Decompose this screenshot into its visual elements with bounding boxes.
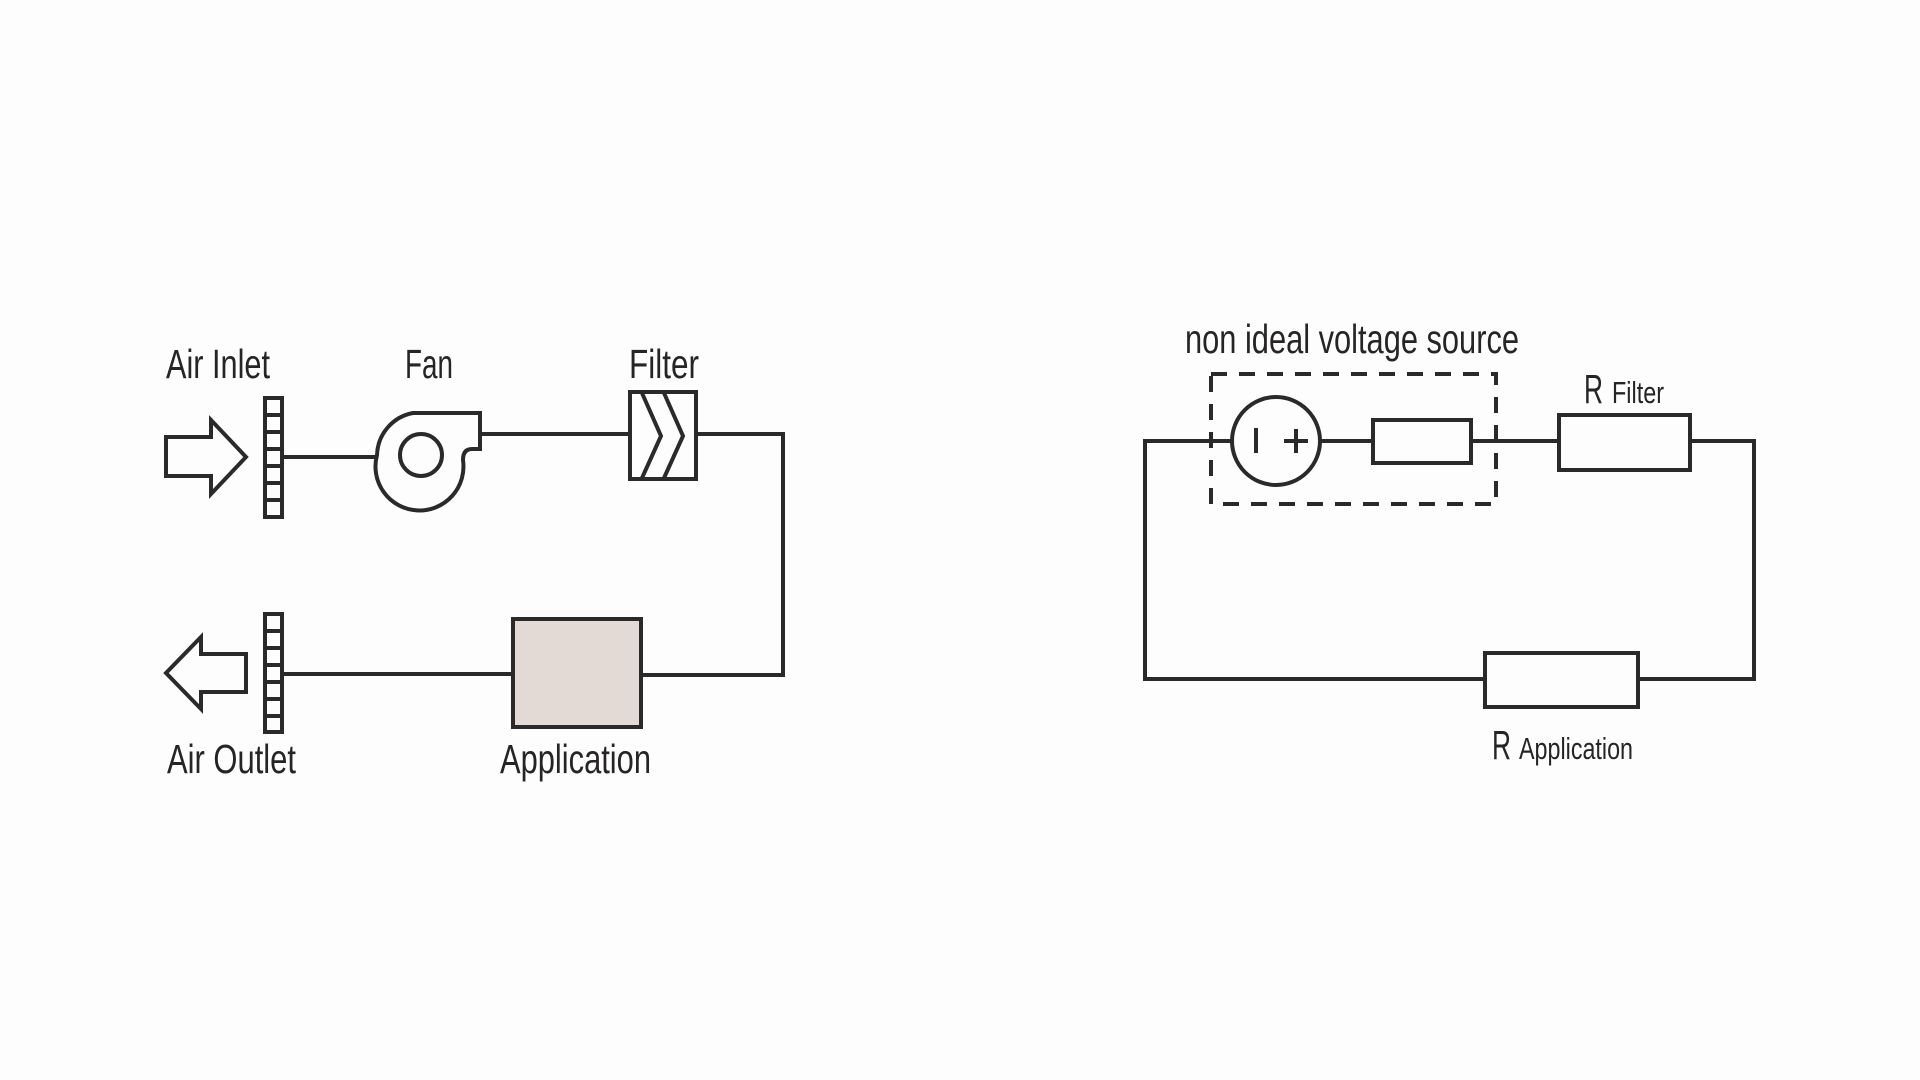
r-application-label-sub: Application — [1519, 731, 1633, 766]
r-application-label-main: R — [1492, 722, 1511, 768]
outlet-grille-icon — [263, 612, 284, 734]
non-ideal-source-boundary — [1209, 372, 1498, 506]
air-outlet-label: Air Outlet — [167, 736, 296, 782]
r-filter-label-sub: Filter — [1612, 375, 1664, 410]
air-inlet-label: Air Inlet — [166, 341, 270, 387]
internal-resistor-icon — [1371, 418, 1473, 465]
r-filter-label-main: R — [1584, 366, 1603, 412]
wire-left-loop — [1143, 439, 1485, 681]
circuit-diagram: non ideal voltage source R Filter R Appl… — [1143, 316, 1756, 768]
fan-icon — [373, 411, 482, 513]
r-filter-resistor-icon — [1557, 413, 1692, 472]
voltage-source-icon — [1230, 395, 1322, 487]
airflow-diagram: Air Inlet Fan Filter Air Outlet Applicat… — [163, 341, 785, 782]
non-ideal-source-label: non ideal voltage source — [1185, 316, 1519, 362]
inlet-grille-icon — [263, 396, 284, 519]
fan-label: Fan — [405, 341, 453, 387]
application-label: Application — [500, 736, 651, 782]
r-application-resistor-icon — [1483, 651, 1640, 709]
inlet-arrow-icon — [164, 414, 249, 500]
outlet-arrow-icon — [163, 632, 248, 714]
wire-right-loop — [1638, 439, 1756, 681]
r-application-label: R Application — [1492, 722, 1633, 768]
filter-label: Filter — [629, 341, 699, 387]
r-filter-label: R Filter — [1584, 366, 1664, 412]
circuit-wires — [1143, 439, 1756, 681]
filter-icon — [628, 390, 698, 481]
application-block — [511, 617, 643, 729]
wire-filter-to-application — [642, 432, 785, 677]
airflow-wires — [283, 432, 785, 677]
